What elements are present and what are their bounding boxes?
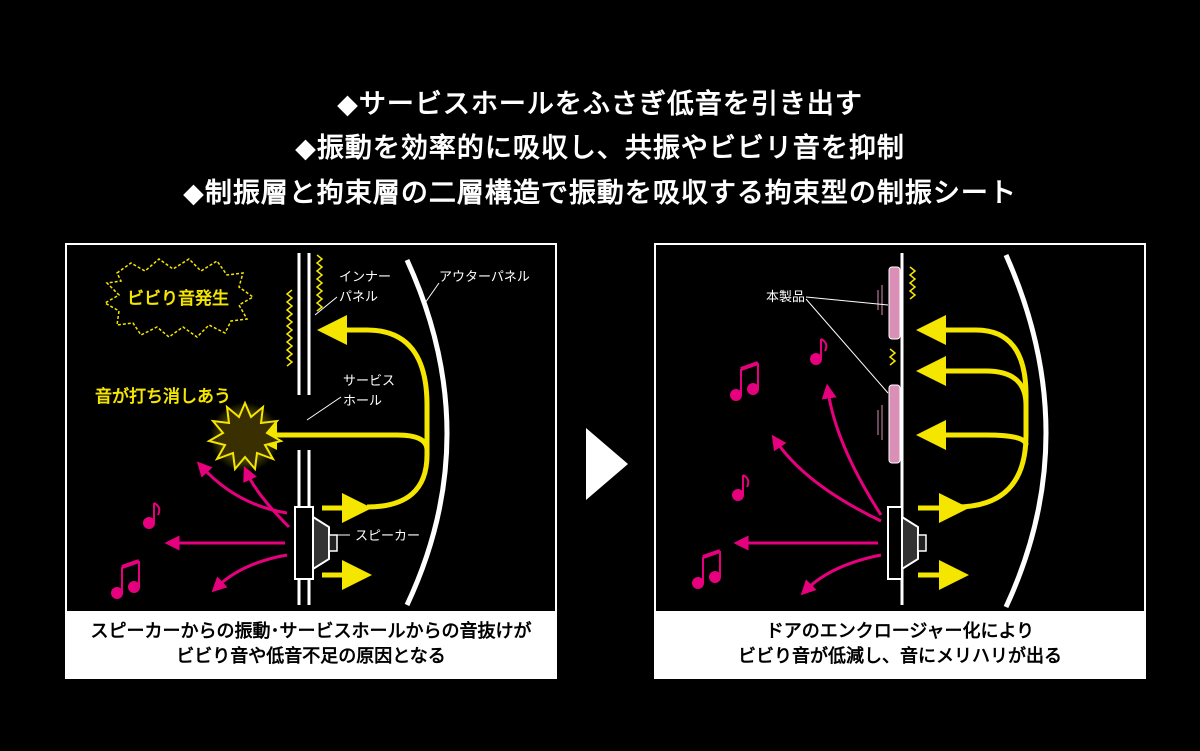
service-hole-label: ホール	[343, 394, 382, 409]
headline-2: ◆振動を効率的に吸収し、共振やビビリ音を抑制	[295, 133, 905, 164]
outer-panel-label: アウターパネル	[439, 270, 530, 285]
damping-sheet	[888, 384, 901, 464]
yellow-arrows	[916, 315, 1029, 590]
before-caption: スピーカーからの振動･サービスホールからの音抜けが ビビり音や低音不足の原因とな…	[67, 611, 555, 677]
speaker-icon	[887, 506, 927, 580]
inner-panel-label: パネル	[339, 290, 378, 305]
vibration-zigzag	[285, 289, 294, 367]
damping-sheet	[888, 266, 901, 340]
music-note-icon	[732, 474, 750, 501]
caption-line: ドアのエンクロージャー化により	[765, 621, 1035, 642]
magenta-arrows	[164, 461, 291, 593]
after-caption: ドアのエンクロージャー化により ビビり音が低減し、音にメリハリが出る	[656, 611, 1144, 677]
noise-burst	[103, 258, 255, 338]
music-note-icon	[810, 338, 828, 365]
headline-1: ◆サービスホールをふさぎ低音を引き出す	[337, 89, 863, 120]
yellow-path-hole	[247, 420, 430, 451]
outer-panel	[1003, 253, 1049, 609]
cancel-label: 音が打ち消しあう	[95, 386, 231, 407]
music-note-icon	[143, 502, 161, 529]
outer-panel	[404, 258, 450, 607]
transition-arrow-icon	[586, 428, 628, 500]
service-hole-label: サービス	[343, 374, 395, 389]
vibration-zigzag	[888, 348, 897, 366]
burst-label: ビビり音発生	[127, 288, 229, 309]
headline-3: ◆制振層と拘束層の二層構造で振動を吸収する拘束型の制振シート	[183, 178, 1017, 209]
after-panel: 本製品 ドアのエンクロージャー化により ビビり音が低減し、音にメリハリが出る	[654, 243, 1146, 679]
music-note-icon	[730, 361, 759, 401]
speaker-label: スピーカー	[355, 529, 420, 544]
vibration-zigzag	[908, 266, 917, 300]
after-diagram: 本製品	[692, 253, 1049, 609]
caption-line: ビビり音や低音不足の原因となる	[176, 646, 446, 667]
inner-panel-label: インナー	[339, 270, 391, 285]
vibration-zigzag	[315, 254, 324, 312]
vibration-marks	[877, 285, 883, 440]
yellow-path-upper	[317, 315, 430, 510]
magenta-arrows	[733, 383, 883, 596]
before-panel: ビビり音発生 音が打ち消しあう インナー パネル アウターパネル サービス ホー…	[65, 243, 557, 679]
product-label: 本製品	[766, 290, 805, 305]
before-diagram: ビビり音発生 音が打ち消しあう インナー パネル アウターパネル サービス ホー…	[95, 253, 530, 607]
caption-line: ビビり音が低減し、音にメリハリが出る	[738, 646, 1062, 667]
music-note-icon	[111, 559, 140, 599]
caption-line: スピーカーからの振動･サービスホールからの音抜けが	[90, 621, 532, 642]
music-note-icon	[692, 549, 721, 589]
speaker-icon	[294, 506, 338, 580]
cancel-burst	[206, 400, 284, 472]
